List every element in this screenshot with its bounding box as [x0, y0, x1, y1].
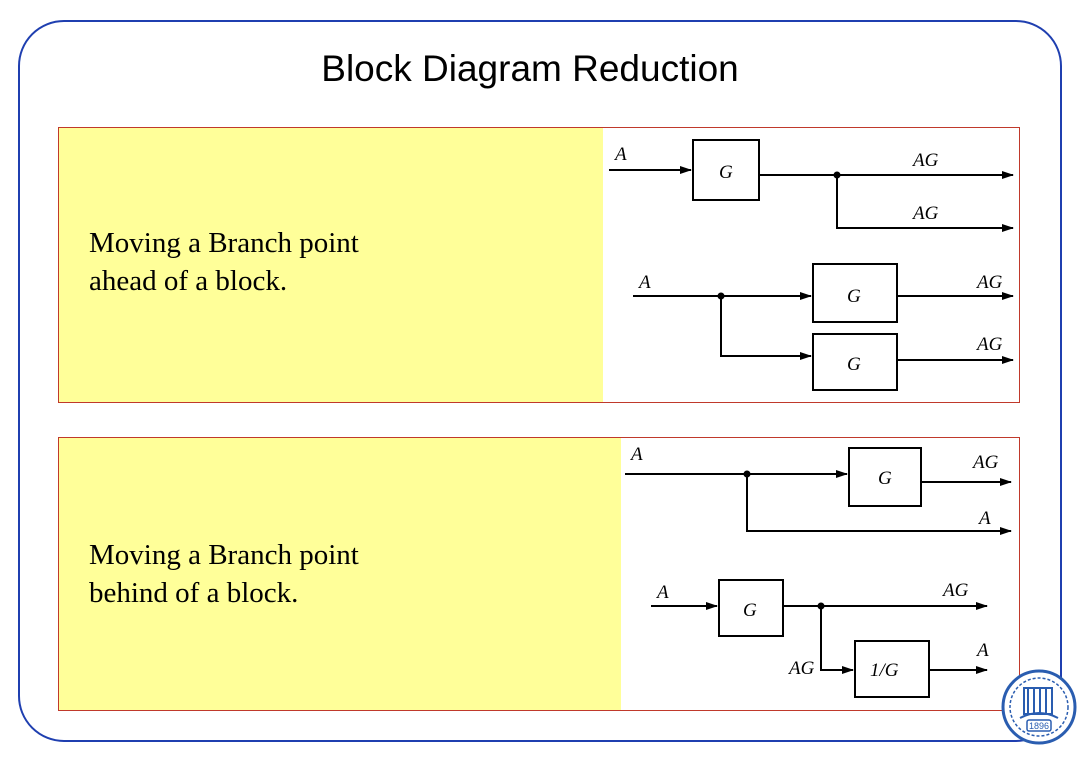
- equivalent-diagram: A G AG G AG: [633, 263, 1014, 391]
- block-g: [718, 579, 784, 637]
- input-label: A: [637, 272, 651, 293]
- block-inverse-g: [854, 640, 930, 698]
- branch-arrow: [820, 606, 854, 674]
- logo-year: 1896: [1029, 721, 1049, 731]
- block-label: G: [719, 162, 733, 183]
- panel-branch-behind: Moving a Branch point behind of a block.…: [58, 437, 1020, 711]
- block-top-label: G: [847, 286, 861, 307]
- block-label: G: [878, 468, 892, 489]
- equivalent-diagram: A G AG AG 1/G A: [651, 579, 989, 698]
- input-label: A: [629, 444, 643, 465]
- output-2-label: AG: [975, 334, 1003, 355]
- branch-arrow: [720, 296, 812, 360]
- original-diagram: A G AG AG: [609, 139, 1014, 232]
- branch-label: AG: [787, 658, 815, 679]
- block-bottom-label: G: [847, 354, 861, 375]
- block-diagram-ahead: A G AG AG A G AG G: [603, 128, 1019, 402]
- output-1-label: AG: [911, 150, 939, 171]
- university-seal-logo: 1896: [1000, 668, 1078, 751]
- description-line-1: Moving a Branch point: [89, 539, 359, 571]
- output-2-label: A: [977, 508, 991, 529]
- block-g: [848, 447, 922, 507]
- inverse-block-label: 1/G: [870, 660, 899, 681]
- slide-title: Block Diagram Reduction: [321, 48, 739, 89]
- panel-description: Moving a Branch point behind of a block.: [89, 536, 359, 612]
- panel-branch-ahead: Moving a Branch point ahead of a block. …: [58, 127, 1020, 403]
- description-line-2: behind of a block.: [89, 577, 299, 609]
- block-g-bottom: [812, 333, 898, 391]
- panel-description: Moving a Branch point ahead of a block.: [89, 224, 359, 300]
- description-line-1: Moving a Branch point: [89, 227, 359, 259]
- description-line-2: ahead of a block.: [89, 265, 288, 297]
- block-g: [692, 139, 760, 201]
- output-1-label: AG: [971, 452, 999, 473]
- output-arrow-2: [746, 474, 1012, 535]
- output-1-label: AG: [941, 580, 969, 601]
- original-diagram: A G AG A: [625, 444, 1012, 535]
- output-2-label: A: [975, 640, 989, 661]
- input-label: A: [655, 582, 669, 603]
- output-arrow-2: [836, 175, 1014, 232]
- block-label: G: [743, 600, 757, 621]
- block-diagram-behind: A G AG A A G AG AG: [621, 438, 1019, 710]
- block-g-top: [812, 263, 898, 323]
- input-label: A: [613, 144, 627, 165]
- output-1-label: AG: [975, 272, 1003, 293]
- output-2-label: AG: [911, 203, 939, 224]
